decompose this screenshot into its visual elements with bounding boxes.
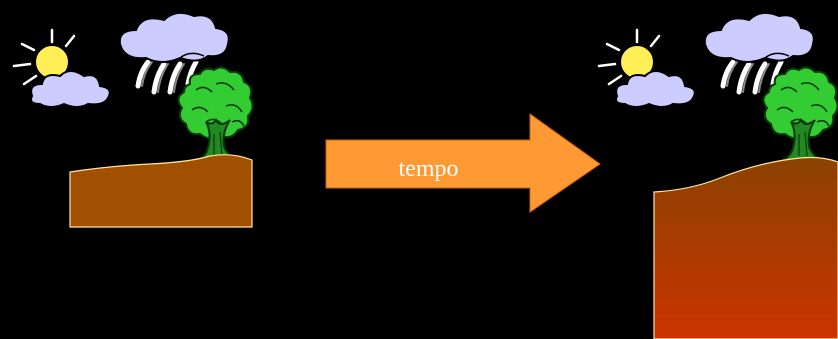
panel-before bbox=[14, 13, 253, 228]
thin-soil-layer bbox=[69, 154, 253, 228]
arrow-label: tempo bbox=[398, 156, 459, 182]
panel-after bbox=[599, 13, 838, 339]
weather-before-icon bbox=[14, 13, 253, 160]
thick-soil-layer bbox=[653, 156, 838, 339]
weather-after-icon bbox=[599, 13, 838, 160]
time-arrow bbox=[325, 113, 601, 213]
